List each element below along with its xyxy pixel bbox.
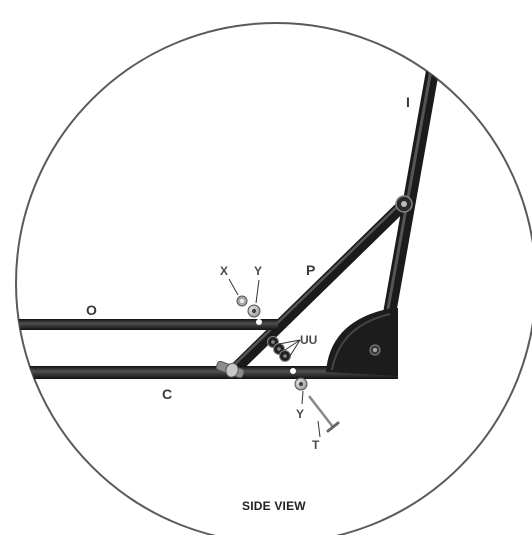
label-uu: UU [300, 333, 317, 347]
caption-side-view: SIDE VIEW [242, 499, 306, 513]
label-c: C [162, 386, 172, 402]
label-i: I [406, 94, 410, 110]
detail-circle-outline [15, 22, 532, 535]
uu-spacers [267, 336, 301, 362]
y-washer-bottom [294, 377, 308, 405]
label-t: T [312, 438, 320, 452]
label-y-bottom: Y [296, 407, 304, 421]
base-tube-c [16, 366, 398, 379]
t-bolt-part [308, 395, 340, 438]
tube-o [16, 319, 278, 330]
upper-pivot-bolt [395, 195, 413, 213]
brace-tube-p [226, 198, 410, 378]
label-o: O [86, 302, 97, 318]
upright-tube-i [381, 33, 445, 329]
frame-assembly [16, 33, 445, 379]
label-p: P [306, 262, 315, 278]
corner-gusset-plate [326, 308, 398, 376]
y-washer-top [247, 279, 261, 318]
bolt-hole-c [290, 368, 296, 374]
lower-pivot-bolt [215, 360, 245, 379]
bolt-hole-o [256, 319, 262, 325]
label-x: X [220, 264, 228, 278]
x-nut-part [228, 278, 248, 307]
label-y-top: Y [254, 264, 262, 278]
